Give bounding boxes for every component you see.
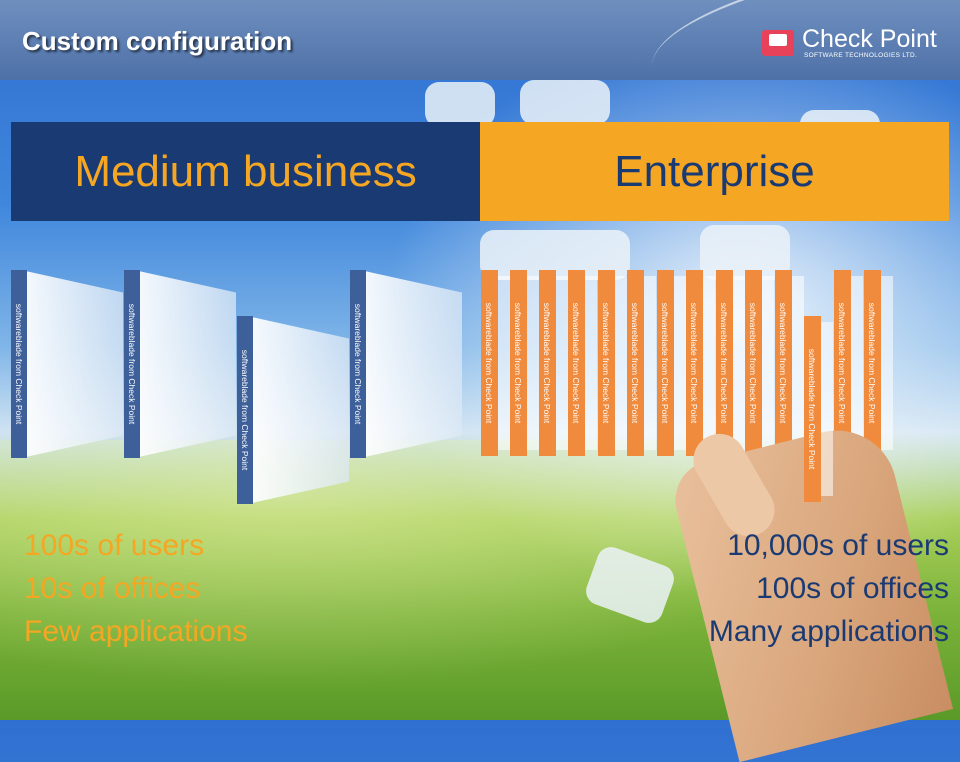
software-blade: softwareblade from Check Point (627, 270, 656, 456)
header-bar: Custom configuration Check Point SOFTWAR… (0, 0, 960, 139)
software-blade: softwareblade from Check Point (657, 270, 686, 456)
software-blade: softwareblade from Check Point (745, 270, 774, 456)
blade-label: softwareblade from Check Point (748, 302, 759, 424)
software-blade: softwareblade from Check Point (686, 270, 715, 456)
software-blade: softwareblade from Check Point (539, 270, 568, 456)
blade-label: softwareblade from Check Point (837, 302, 848, 424)
software-blade: softwareblade from Check Point (834, 270, 863, 456)
tier-enterprise: Enterprise (480, 122, 949, 221)
software-blade: softwareblade from Check Point (775, 270, 804, 456)
tier-medium-label: Medium business (74, 146, 417, 196)
enterprise-stat-users: 10,000s of users (727, 529, 949, 562)
blade-label: softwareblade from Check Point (513, 302, 524, 424)
blade-label: softwareblade from Check Point (542, 302, 553, 424)
software-blade: softwareblade from Check Point (716, 270, 745, 456)
blade-label: softwareblade from Check Point (660, 302, 671, 424)
check-point-logo-icon (762, 30, 794, 56)
software-blade: softwareblade from Check Point (568, 270, 597, 456)
medium-stat-users: 100s of users (24, 529, 205, 562)
tier-medium-business: Medium business (11, 122, 480, 221)
software-blade-inserting: softwareblade from Check Point (804, 316, 833, 502)
blade-label: softwareblade from Check Point (353, 303, 364, 425)
blade-label: softwareblade from Check Point (601, 302, 612, 424)
software-blade: softwareblade from Check Point (11, 270, 123, 458)
blade-label: softwareblade from Check Point (571, 302, 582, 424)
page-title: Custom configuration (22, 26, 293, 56)
blade-label: softwareblade from Check Point (14, 303, 25, 425)
enterprise-stat-offices: 100s of offices (756, 572, 949, 605)
logo-tagline: SOFTWARE TECHNOLOGIES LTD. (804, 52, 918, 59)
blade-label: softwareblade from Check Point (778, 302, 789, 424)
logo-name: Check Point (802, 25, 937, 53)
blade-label: softwareblade from Check Point (484, 302, 495, 424)
enterprise-stats: 10,000s of users 100s of offices Many ap… (709, 524, 949, 653)
software-blade: softwareblade from Check Point (237, 316, 349, 504)
medium-stat-applications: Few applications (24, 615, 248, 648)
blade-label: softwareblade from Check Point (630, 302, 641, 424)
puzzle-piece-decoration (520, 80, 610, 125)
software-blade: softwareblade from Check Point (481, 270, 510, 456)
blade-label: softwareblade from Check Point (689, 302, 700, 424)
tier-enterprise-label: Enterprise (614, 146, 815, 196)
blade-label: softwareblade from Check Point (807, 348, 818, 470)
blade-label: softwareblade from Check Point (240, 349, 251, 471)
blade-label: softwareblade from Check Point (719, 302, 730, 424)
software-blade: softwareblade from Check Point (350, 270, 462, 458)
software-blade: softwareblade from Check Point (864, 270, 893, 456)
blade-label: softwareblade from Check Point (867, 302, 878, 424)
blade-label: softwareblade from Check Point (127, 303, 138, 425)
puzzle-piece-decoration (425, 82, 495, 127)
software-blade: softwareblade from Check Point (124, 270, 236, 458)
medium-stat-offices: 10s of offices (24, 572, 201, 605)
medium-business-stats: 100s of users 10s of offices Few applica… (24, 524, 247, 653)
enterprise-stat-applications: Many applications (708, 615, 949, 648)
software-blade: softwareblade from Check Point (510, 270, 539, 456)
software-blade: softwareblade from Check Point (598, 270, 627, 456)
